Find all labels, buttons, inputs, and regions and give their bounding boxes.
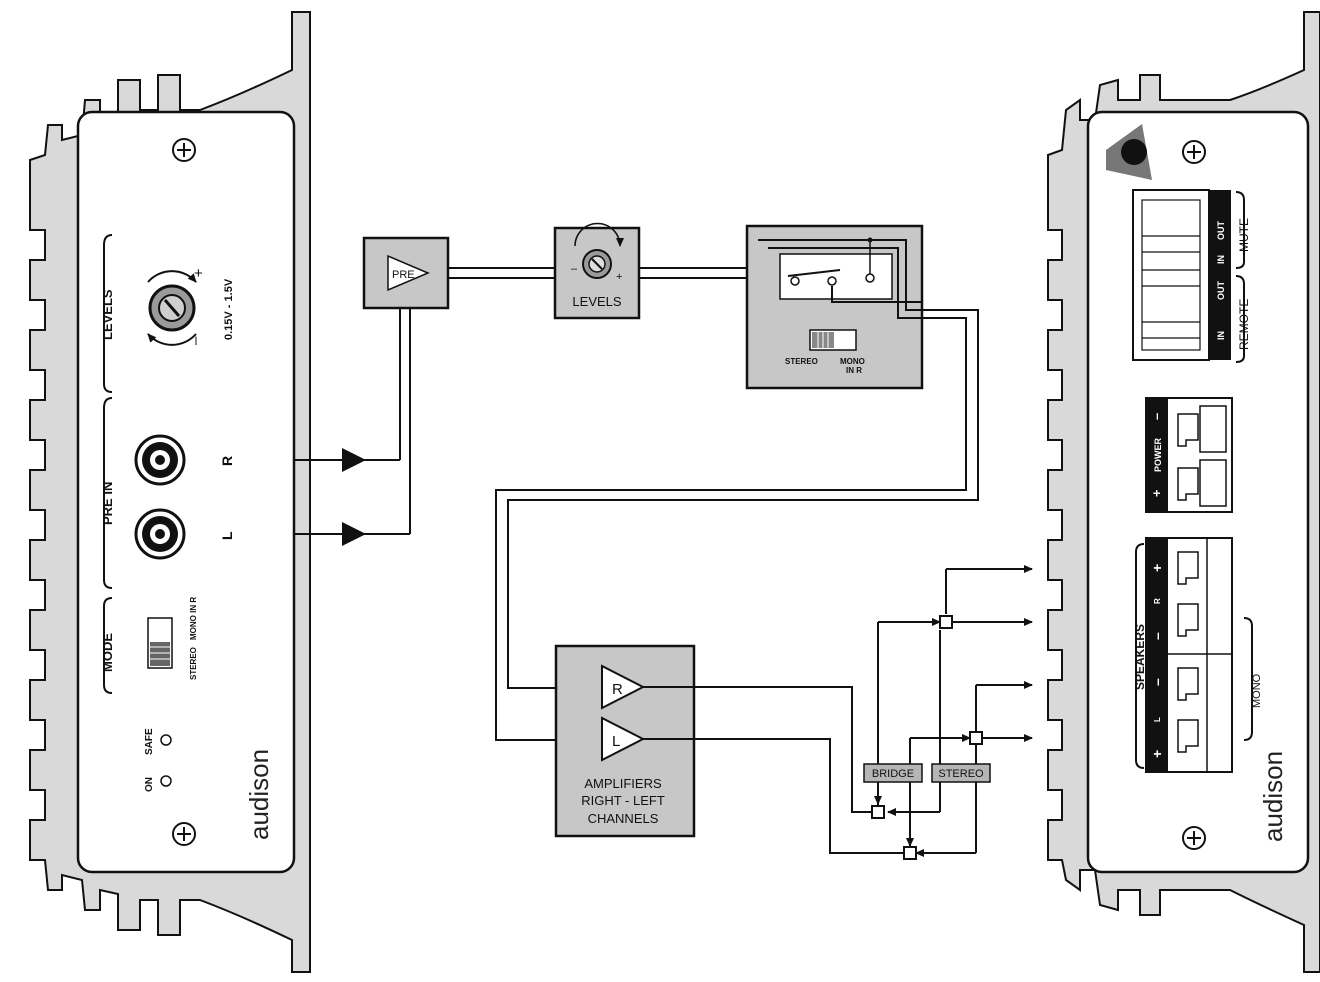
rca-r-label: R — [219, 456, 235, 466]
mode-block-stereo: STEREO — [785, 357, 818, 366]
junction-node — [871, 805, 885, 819]
mode-block: STEREO MONO IN R — [745, 224, 924, 390]
on-led — [160, 775, 172, 787]
mode-block-mono: MONO — [840, 357, 865, 366]
mode-stereo-label: STEREO — [189, 647, 198, 680]
level-range-label: 0.15V - 1.5V — [223, 278, 235, 340]
spk-r-minus: – — [1149, 632, 1165, 640]
safe-led-label: SAFE — [144, 728, 155, 755]
amp-title-3: CHANNELS — [588, 811, 659, 826]
remote-out-label: OUT — [1216, 281, 1226, 301]
amp-r-label: R — [612, 681, 623, 698]
rca-input-r[interactable] — [134, 434, 186, 486]
screw-icon — [172, 138, 196, 162]
switching-network — [874, 565, 1033, 857]
left-brand-logo: audison — [244, 749, 274, 840]
speakers-label: SPEAKERS — [1133, 624, 1147, 690]
bridge-label-box: BRIDGE — [863, 763, 923, 783]
level-minus-label: – — [187, 336, 204, 345]
junction-node — [939, 615, 953, 629]
arrow-r-icon — [342, 448, 366, 472]
power-plus: + — [1149, 489, 1164, 497]
pre-label: PRE — [392, 269, 415, 281]
speaker-terminal[interactable] — [1145, 537, 1233, 773]
power-terminal[interactable] — [1145, 397, 1233, 513]
pre-in-label: PRE IN — [100, 482, 115, 525]
amp-title-2: RIGHT - LEFT — [581, 793, 665, 808]
pre-amp-block: PRE — [362, 236, 450, 310]
levels-block: – + LEVELS — [553, 222, 641, 320]
junction-node — [903, 846, 917, 860]
left-faceplate — [76, 110, 296, 874]
rca-input-l[interactable] — [134, 508, 186, 560]
pre-to-levels-lines — [448, 267, 556, 279]
mode-block-switch — [809, 329, 857, 351]
left-amplifier-panel: LEVELS + – 0.15V - 1.5V PRE IN R — [29, 11, 311, 973]
spk-l-minus: – — [1149, 678, 1165, 686]
mode-section-label: MODE — [100, 633, 115, 672]
mute-out-label: OUT — [1216, 221, 1226, 241]
levels-section-label: LEVELS — [100, 289, 115, 340]
levels-minus: – — [571, 263, 578, 275]
on-led-label: ON — [144, 777, 155, 792]
spk-r-label: R — [1153, 598, 1162, 604]
right-brand-logo: audison — [1258, 751, 1288, 842]
mute-in-label: IN — [1216, 255, 1226, 264]
arrow-l-icon — [342, 522, 366, 546]
mono-label: MONO — [1251, 673, 1263, 708]
bridge-label: BRIDGE — [872, 768, 914, 780]
mode-to-amp-lines — [495, 239, 979, 741]
screw-icon — [1182, 826, 1206, 850]
stereo-label-box: STEREO — [931, 763, 991, 783]
levels-label: LEVELS — [572, 294, 621, 309]
input-signal-lines — [294, 308, 411, 535]
level-knob[interactable] — [147, 270, 197, 346]
mode-mono-label: MONO IN R — [189, 597, 198, 640]
mode-block-mono-sub: IN R — [846, 366, 862, 375]
screw-icon — [172, 822, 196, 846]
mute-label: MUTE — [1237, 218, 1251, 252]
amp-l-label: L — [612, 733, 620, 750]
spk-l-label: L — [1153, 717, 1162, 722]
spk-r-plus: + — [1149, 564, 1165, 572]
amp-output-lines — [643, 686, 904, 854]
level-plus-label: + — [194, 265, 203, 282]
levels-plus: + — [616, 271, 622, 283]
remote-mute-terminal[interactable] — [1132, 189, 1231, 361]
spk-l-plus: + — [1149, 750, 1165, 758]
safe-led — [160, 734, 172, 746]
power-minus: – — [1149, 413, 1164, 420]
rca-l-label: L — [219, 531, 235, 540]
junction-node — [969, 731, 983, 745]
remote-in-label: IN — [1216, 331, 1226, 340]
amplifiers-block: R L AMPLIFIERS RIGHT - LEFT CHANNELS — [554, 644, 696, 838]
amp-title-1: AMPLIFIERS — [584, 776, 662, 791]
mode-switch[interactable] — [147, 617, 173, 669]
screw-icon — [1182, 140, 1206, 164]
power-label: POWER — [1153, 437, 1163, 472]
remote-label: REMOTE — [1237, 299, 1251, 350]
stereo-label: STEREO — [938, 768, 984, 780]
right-amplifier-panel: OUT IN OUT IN MUTE REMOTE – POWER + — [1047, 11, 1320, 973]
